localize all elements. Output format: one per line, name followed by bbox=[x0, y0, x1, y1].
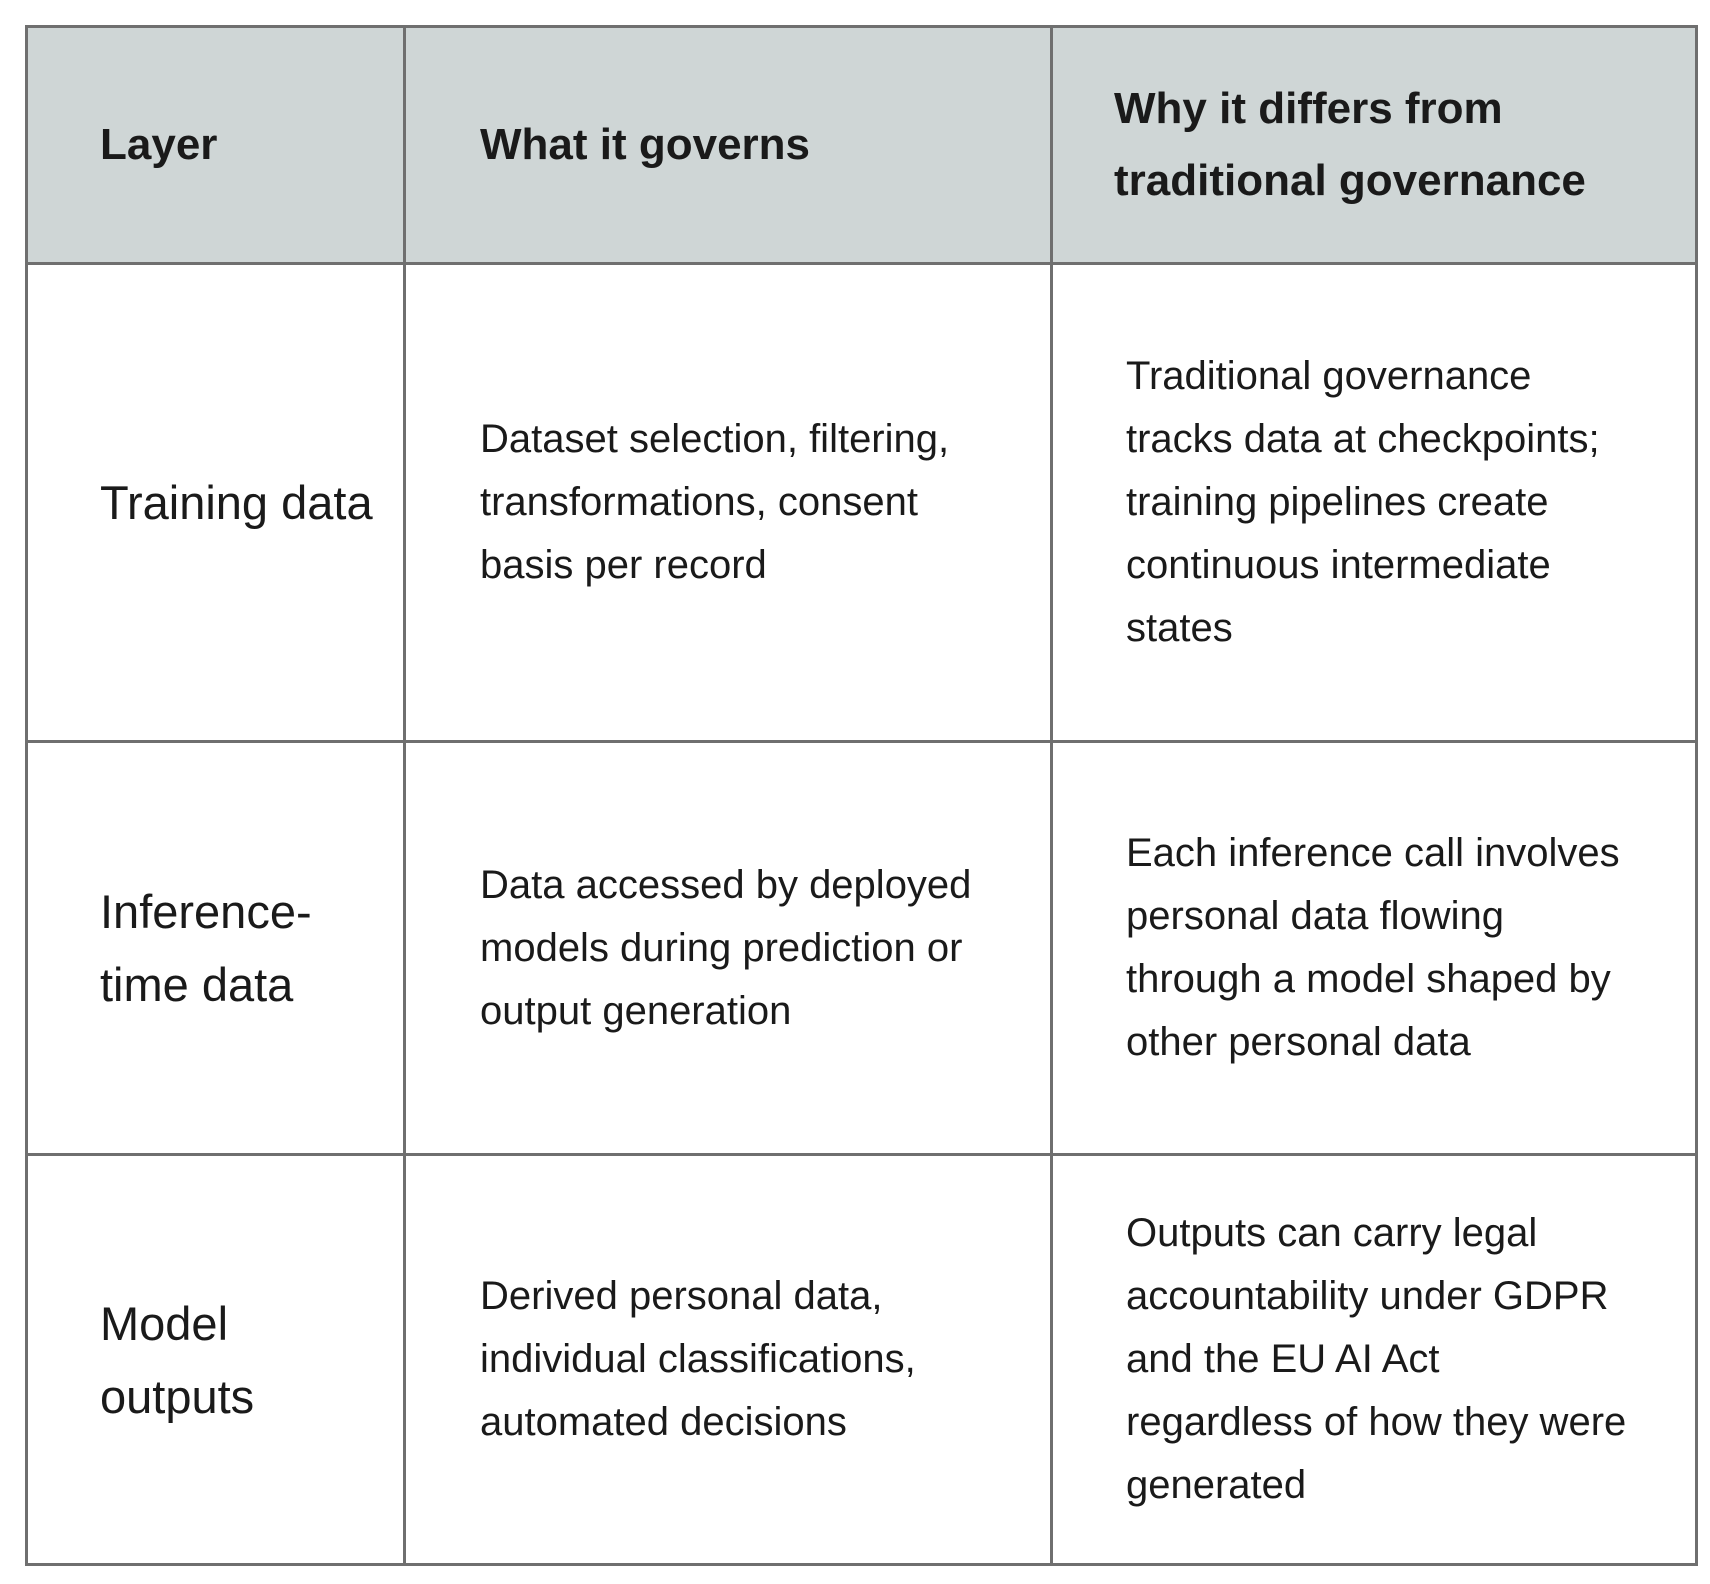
governance-layers-table: Layer What it governs Why it differs fro… bbox=[25, 25, 1698, 1566]
table-row: Model outputs Derived personal data, ind… bbox=[25, 1153, 1698, 1566]
table-row: Inference-time data Data accessed by dep… bbox=[25, 740, 1698, 1156]
cell-why-it-differs: Each inference call involves personal da… bbox=[1050, 740, 1698, 1156]
cell-what-it-governs: Dataset selection, filtering, transforma… bbox=[403, 262, 1053, 743]
cell-what-it-governs: Data accessed by deployed models during … bbox=[403, 740, 1053, 1156]
table-row: Training data Dataset selection, filteri… bbox=[25, 262, 1698, 743]
table-header: Layer What it governs Why it differs fro… bbox=[25, 25, 1698, 265]
header-layer: Layer bbox=[25, 25, 406, 265]
cell-layer: Inference-time data bbox=[25, 740, 406, 1156]
header-why-it-differs: Why it differs from traditional governan… bbox=[1050, 25, 1698, 265]
cell-why-it-differs: Traditional governance tracks data at ch… bbox=[1050, 262, 1698, 743]
cell-why-it-differs: Outputs can carry legal accountability u… bbox=[1050, 1153, 1698, 1566]
cell-layer: Model outputs bbox=[25, 1153, 406, 1566]
cell-what-it-governs: Derived personal data, individual classi… bbox=[403, 1153, 1053, 1566]
cell-layer: Training data bbox=[25, 262, 406, 743]
header-what-it-governs: What it governs bbox=[403, 25, 1053, 265]
header-row: Layer What it governs Why it differs fro… bbox=[25, 25, 1698, 265]
table-body: Training data Dataset selection, filteri… bbox=[25, 262, 1698, 1566]
